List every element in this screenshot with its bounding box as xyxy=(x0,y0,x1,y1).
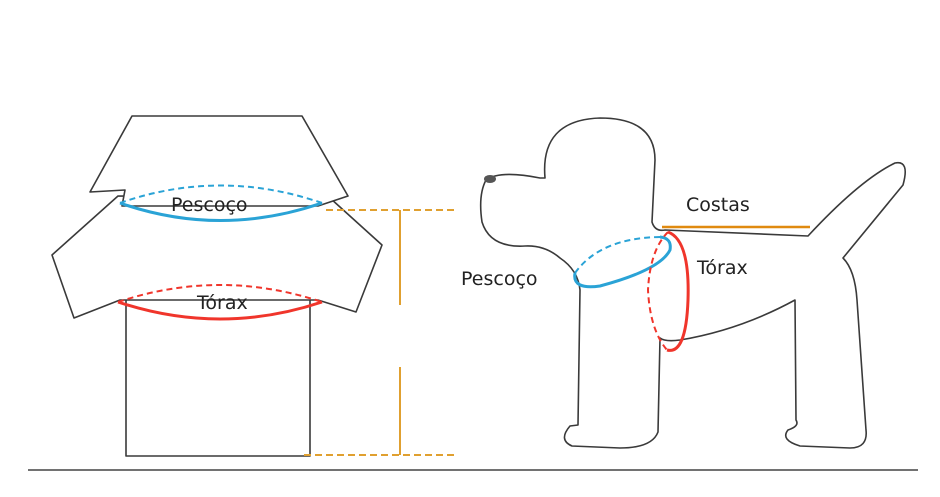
shirt-neck-label: Pescoço xyxy=(171,194,248,216)
shirt-chest-label: Tórax xyxy=(196,292,248,314)
dog-nose-icon xyxy=(484,175,496,183)
shirt-neck-ring xyxy=(119,201,323,222)
length-guides xyxy=(304,209,458,456)
dog-chest-ring xyxy=(666,230,690,352)
shirt-chest-back-dashed xyxy=(117,284,323,303)
shirt-collar xyxy=(89,115,349,207)
shirt-neck-back-dashed xyxy=(119,184,323,204)
shirt-illustration: Pescoço Tórax xyxy=(51,115,383,457)
dog-back-label: Costas xyxy=(686,194,750,216)
dog-illustration: Costas Tórax Pescoço xyxy=(461,117,906,449)
dog-neck-label: Pescoço xyxy=(461,268,538,290)
shirt-chest-ring xyxy=(117,300,323,321)
dog-chest-label: Tórax xyxy=(696,257,748,279)
dog-outline xyxy=(479,117,906,449)
dog-chest-back-dashed xyxy=(646,231,669,351)
dog-neck-ring xyxy=(573,235,672,289)
shirt-body xyxy=(125,297,311,457)
dog-neck-back-dashed xyxy=(574,236,661,274)
